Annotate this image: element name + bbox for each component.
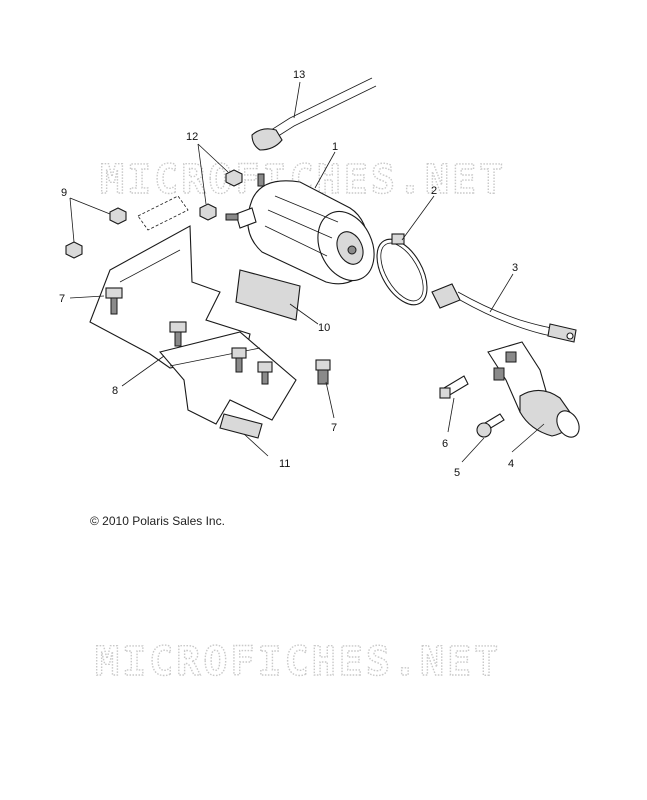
callout-8: 8 <box>112 385 118 397</box>
callout-4: 4 <box>508 458 514 470</box>
callout-6: 6 <box>442 438 448 450</box>
callout-5: 5 <box>454 467 460 479</box>
part-9-nuts <box>65 207 127 259</box>
part-13-cable-boot <box>251 77 377 151</box>
callout-7-right: 7 <box>331 422 337 434</box>
watermark-bottom: MICROFICHES.NET <box>95 639 501 685</box>
callout-13: 13 <box>293 69 305 81</box>
part-3-cable <box>431 283 577 343</box>
part-4-solenoid <box>487 341 580 438</box>
part-6-bolt <box>439 375 469 399</box>
callout-11: 11 <box>279 458 290 470</box>
callout-9: 9 <box>61 187 67 199</box>
callout-7-left: 7 <box>59 293 65 305</box>
part-10-pad <box>235 269 301 321</box>
callout-3: 3 <box>512 262 518 274</box>
copyright-notice: © 2010 Polaris Sales Inc. <box>90 514 225 528</box>
part-8-bracket <box>89 225 297 425</box>
callout-10: 10 <box>318 322 330 334</box>
part-2-hose-clamp <box>376 233 428 306</box>
callout-1: 1 <box>332 141 338 153</box>
part-5-bolt <box>476 413 505 438</box>
callout-12: 12 <box>186 131 198 143</box>
leader-lines <box>69 81 545 463</box>
part-11-pad <box>219 413 263 439</box>
part-1-starter-motor <box>225 173 375 285</box>
part-7-bolts <box>105 287 331 385</box>
part-12-nuts <box>199 169 243 221</box>
callout-2: 2 <box>431 185 437 197</box>
